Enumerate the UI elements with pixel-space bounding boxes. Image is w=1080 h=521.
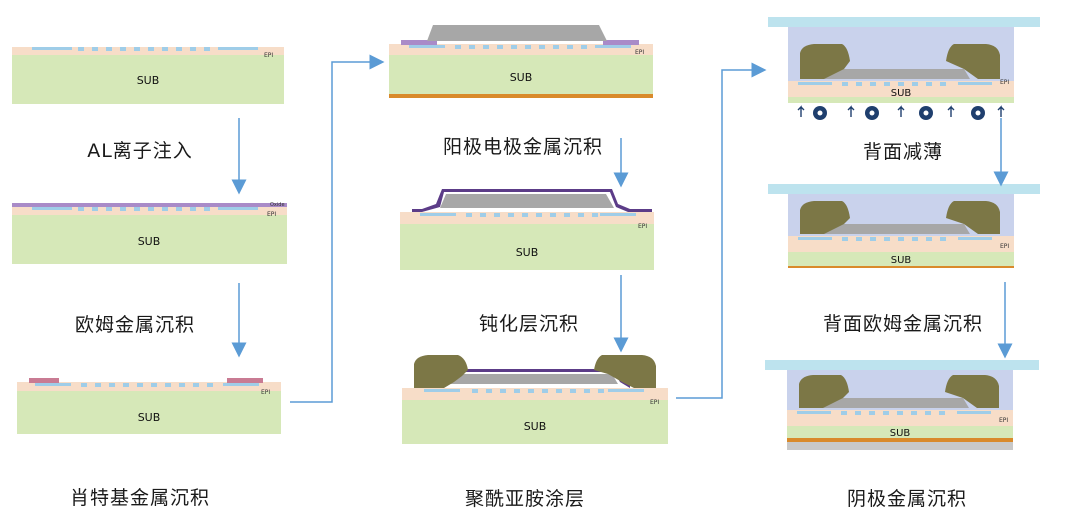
step-anode-metal-diagram: EPI SUB bbox=[389, 25, 653, 98]
epi-label: EPI bbox=[650, 399, 659, 406]
polyimide-left bbox=[800, 44, 850, 79]
polyimide-left bbox=[799, 375, 849, 408]
ohmic-metal-right bbox=[603, 40, 639, 45]
step-backside-thinning-diagram: EPI SUB bbox=[768, 17, 1040, 120]
step-ohmic-metal-diagram: Oxide EPI SUB bbox=[12, 202, 287, 264]
epi-layer bbox=[17, 382, 281, 391]
step-passivation-diagram: EPI SUB bbox=[400, 189, 654, 270]
sub-label: SUB bbox=[138, 411, 161, 424]
epi-label: EPI bbox=[264, 52, 273, 59]
caption-backside-ohmic: 背面欧姆金属沉积 bbox=[822, 313, 984, 335]
step-cathode-metal-diagram: EPI SUB bbox=[765, 360, 1039, 450]
sub-label: SUB bbox=[510, 71, 533, 84]
carrier-tape bbox=[768, 184, 1040, 194]
caption-passivation: 钝化层沉积 bbox=[478, 313, 580, 335]
substrate-layer bbox=[12, 54, 284, 104]
step-schottky-metal-diagram: EPI SUB bbox=[17, 378, 281, 434]
backside-metal-layer bbox=[389, 94, 653, 98]
polyimide-right bbox=[946, 44, 1000, 79]
polyimide-right bbox=[946, 201, 1000, 234]
epi-layer bbox=[400, 212, 654, 224]
sub-label: SUB bbox=[891, 255, 912, 266]
schottky-metal-left bbox=[29, 378, 59, 383]
polyimide-right bbox=[594, 355, 656, 388]
epi-layer bbox=[389, 44, 653, 55]
sub-label: SUB bbox=[137, 74, 160, 87]
anode-metal bbox=[824, 69, 970, 79]
caption-backside-thinning: 背面减薄 bbox=[862, 141, 944, 163]
implant-regions bbox=[797, 411, 991, 415]
passivation-layer bbox=[412, 189, 652, 212]
anode-metal bbox=[427, 25, 607, 41]
substrate-layer bbox=[788, 97, 1014, 103]
implant-regions bbox=[35, 383, 259, 387]
carrier-tape bbox=[765, 360, 1039, 370]
sub-label: SUB bbox=[138, 235, 161, 248]
carrier-tape bbox=[768, 17, 1040, 27]
substrate-layer bbox=[787, 426, 1013, 438]
implant-regions bbox=[798, 237, 992, 241]
oxide-label: Oxide bbox=[270, 202, 285, 208]
epi-label: EPI bbox=[261, 389, 270, 396]
step-polyimide-diagram: EPI SUB bbox=[402, 355, 668, 444]
substrate-layer bbox=[12, 214, 287, 264]
step-al-ion-implant-diagram: EPI SUB bbox=[12, 47, 284, 104]
epi-label: EPI bbox=[638, 223, 647, 230]
caption-cathode-metal: 阴极金属沉积 bbox=[846, 488, 968, 510]
cathode-contact bbox=[787, 442, 1013, 450]
implant-regions bbox=[32, 207, 258, 211]
epi-label: EPI bbox=[1000, 79, 1009, 86]
polyimide-left bbox=[800, 201, 850, 234]
epi-label: EPI bbox=[1000, 243, 1009, 250]
implant-regions bbox=[409, 45, 631, 49]
substrate-layer bbox=[788, 252, 1014, 266]
caption-al-ion-implant: AL离子注入 bbox=[87, 140, 193, 162]
backside-ohmic-layer bbox=[788, 266, 1014, 268]
substrate-layer bbox=[389, 55, 653, 95]
substrate-layer bbox=[17, 390, 281, 434]
ohmic-metal-left bbox=[401, 40, 437, 45]
caption-ohmic-metal: 欧姆金属沉积 bbox=[74, 314, 196, 336]
arrow-col1-to-col2 bbox=[290, 54, 385, 403]
arrow-col2-to-col3 bbox=[676, 62, 767, 399]
anode-metal bbox=[450, 374, 618, 384]
substrate-layer bbox=[402, 400, 668, 444]
cathode-metal-layer bbox=[787, 438, 1013, 442]
sub-label: SUB bbox=[524, 420, 547, 433]
epi-label: EPI bbox=[267, 211, 276, 218]
implant-regions bbox=[798, 82, 992, 86]
schottky-metal-right bbox=[227, 378, 263, 383]
substrate-layer bbox=[400, 224, 654, 270]
implant-regions bbox=[32, 47, 258, 51]
step-backside-ohmic-diagram: EPI SUB bbox=[768, 184, 1040, 268]
epi-label: EPI bbox=[635, 49, 644, 56]
implant-regions bbox=[424, 389, 644, 393]
sub-label: SUB bbox=[890, 428, 911, 439]
epi-label: EPI bbox=[999, 417, 1008, 424]
caption-polyimide: 聚酰亚胺涂层 bbox=[464, 488, 586, 510]
sub-label: SUB bbox=[516, 246, 539, 259]
caption-schottky-metal: 肖特基金属沉积 bbox=[69, 487, 211, 509]
polyimide-left bbox=[414, 355, 468, 388]
caption-anode-metal: 阳极电极金属沉积 bbox=[442, 136, 604, 158]
polyimide-right bbox=[945, 375, 999, 408]
anode-metal bbox=[824, 224, 970, 234]
sub-label: SUB bbox=[891, 88, 912, 99]
anode-metal bbox=[440, 194, 614, 208]
ohmic-metal-layer bbox=[12, 203, 287, 207]
anode-metal bbox=[823, 398, 969, 408]
implant-regions bbox=[420, 213, 636, 217]
grinding-wheels bbox=[797, 105, 1005, 120]
